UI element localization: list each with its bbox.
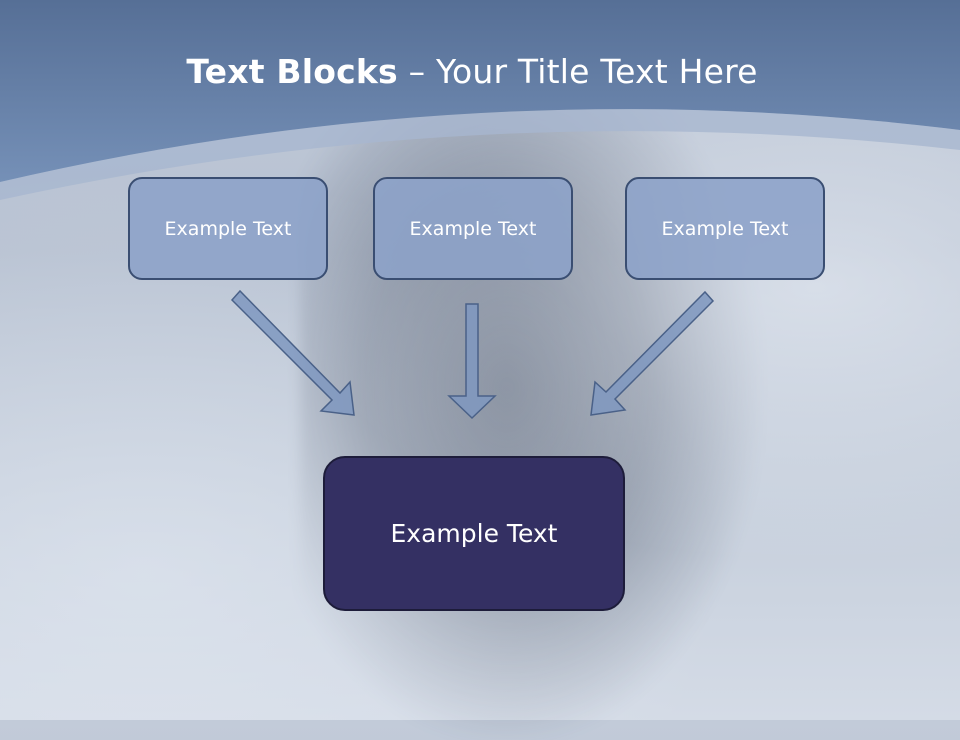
text-block-left-label: Example Text <box>164 217 292 240</box>
header-light-arc <box>0 109 960 200</box>
text-block-center[interactable]: Example Text <box>373 177 573 280</box>
arrow-center-down <box>447 303 497 420</box>
title-bold-part: Text Blocks <box>186 52 398 91</box>
arrow-left-diagonal <box>230 289 355 416</box>
text-block-left[interactable]: Example Text <box>128 177 328 280</box>
title-dash: – <box>408 52 426 91</box>
text-block-bottom-label: Example Text <box>390 519 558 548</box>
text-block-right[interactable]: Example Text <box>625 177 825 280</box>
arrow-right-diagonal <box>590 290 715 416</box>
text-block-center-label: Example Text <box>409 217 537 240</box>
connector-arrows <box>230 289 715 420</box>
slide-title: Text Blocks – Your Title Text Here <box>0 52 944 91</box>
title-rest: Your Title Text Here <box>436 52 758 91</box>
text-block-bottom[interactable]: Example Text <box>323 456 625 611</box>
header-band <box>0 0 960 200</box>
header-fill <box>0 0 960 182</box>
text-block-right-label: Example Text <box>661 217 789 240</box>
